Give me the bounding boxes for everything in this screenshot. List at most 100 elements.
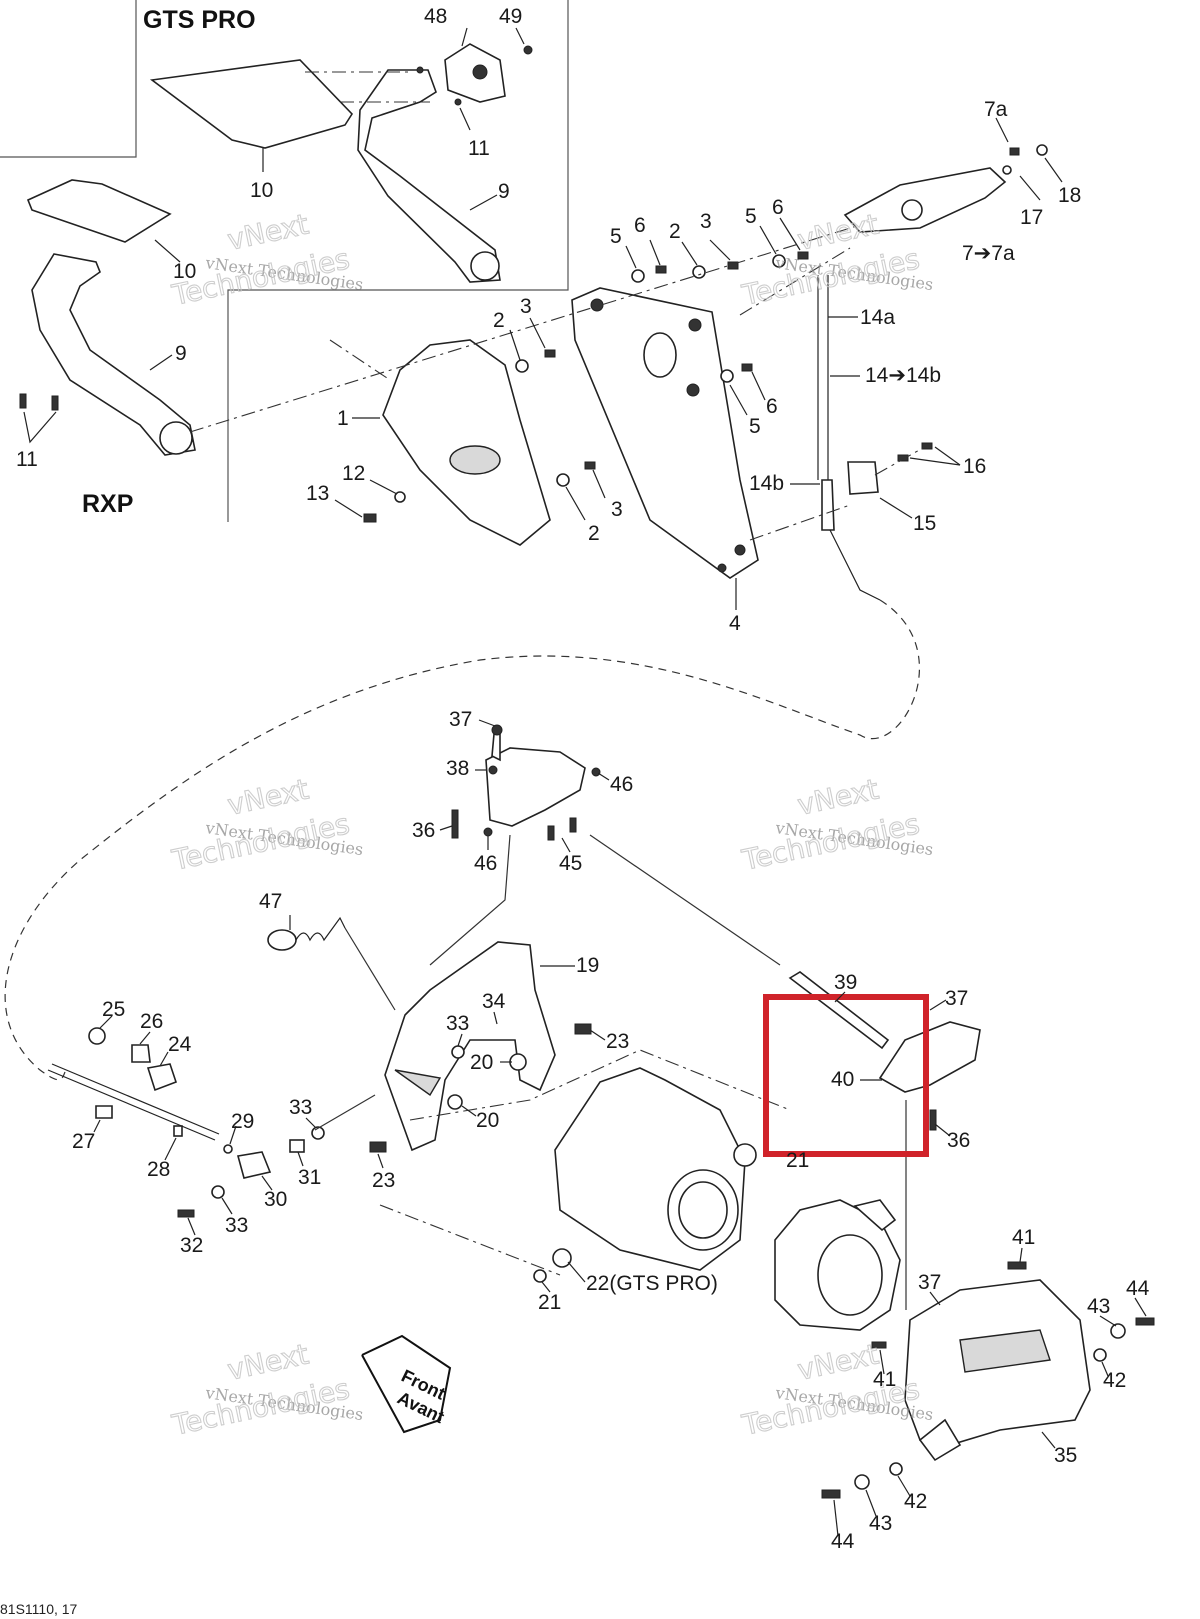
callout-23: 23 [606, 1030, 629, 1053]
watermark-6: vNext vNext Technologies Technologies [738, 1337, 934, 1443]
callout-labels: 48 49 11 10 9 10 9 11 7a 18 17 7➔7a 5 6 … [16, 5, 1150, 1553]
svg-text:vNext: vNext [225, 208, 312, 257]
cable-14 [817, 275, 881, 601]
callout-33: 33 [446, 1012, 469, 1035]
callout-10: 10 [250, 179, 273, 202]
callout-7a: 7a [984, 98, 1008, 121]
callout-44: 44 [831, 1530, 855, 1553]
svg-text:Technologies: Technologies [169, 807, 353, 877]
callout-1: 1 [337, 407, 349, 430]
callout-10: 10 [173, 260, 196, 283]
callout-5: 5 [749, 415, 761, 438]
gts-pad-10 [149, 59, 354, 149]
callout-25: 25 [102, 998, 125, 1021]
callout-26: 26 [140, 1010, 163, 1033]
callout-41: 41 [873, 1368, 896, 1391]
gts-pro-title: GTS PRO [143, 6, 256, 34]
callout-49: 49 [499, 5, 522, 28]
svg-text:Technologies: Technologies [169, 1372, 353, 1442]
callout-44: 44 [1126, 1277, 1150, 1300]
callout-46: 46 [474, 852, 497, 875]
callout-2: 2 [669, 220, 681, 243]
bracket-15 [847, 461, 879, 495]
callout-22-gts-pro: 22(GTS PRO) [586, 1272, 718, 1295]
callout-3: 3 [700, 210, 712, 233]
callout-23: 23 [372, 1169, 395, 1192]
callout-48: 48 [424, 5, 447, 28]
callout-37: 37 [918, 1271, 941, 1294]
gts-pro-inset-frame-right [227, 0, 569, 522]
callout-47: 47 [259, 890, 282, 913]
callout-36: 36 [947, 1129, 970, 1152]
gts-lever-9 [357, 69, 501, 283]
svg-text:vNext: vNext [795, 773, 882, 822]
lever-40 [878, 1021, 981, 1131]
callout-37: 37 [945, 987, 968, 1010]
watermark-1: vNext vNext Technologies Technologies [168, 207, 364, 313]
gts-pro-inset-frame [0, 0, 137, 158]
callout-3: 3 [520, 295, 532, 318]
svg-text:Technologies: Technologies [739, 242, 923, 312]
lever-7 [843, 167, 1007, 233]
callout-40: 40 [831, 1068, 854, 1091]
callout-14-to-14b: 14➔14b [865, 364, 941, 387]
callout-5: 5 [610, 225, 622, 248]
callout-19: 19 [576, 954, 599, 977]
callout-33: 33 [289, 1096, 312, 1119]
svg-text:vNext: vNext [795, 1338, 882, 1387]
callout-6: 6 [772, 196, 784, 219]
callout-33: 33 [225, 1214, 248, 1237]
callout-30: 30 [264, 1188, 287, 1211]
callout-16: 16 [963, 455, 986, 478]
callout-6: 6 [634, 214, 646, 237]
callout-17: 17 [1020, 206, 1043, 229]
callout-41: 41 [1012, 1226, 1035, 1249]
callout-4: 4 [729, 612, 741, 635]
cover-1 [382, 339, 551, 546]
front-direction-badge: Front Avant [361, 1334, 452, 1434]
watermark-4: vNext vNext Technologies Technologies [738, 772, 934, 878]
callout-2: 2 [493, 309, 505, 332]
callout-2: 2 [588, 522, 600, 545]
callout-37: 37 [449, 708, 472, 731]
callout-46: 46 [610, 773, 633, 796]
highlight-box-40 [763, 994, 929, 1157]
svg-text:vNext: vNext [225, 773, 312, 822]
callout-12: 12 [342, 462, 365, 485]
spring-47 [267, 916, 396, 1011]
callout-14b: 14b [749, 472, 784, 495]
callout-39: 39 [834, 971, 857, 994]
bracket-38 [451, 724, 601, 841]
gts-bracket-48 [444, 43, 506, 103]
callout-20: 20 [470, 1051, 493, 1074]
callout-11: 11 [16, 448, 38, 471]
figure-code: 81S1110, 17 [0, 1601, 78, 1617]
cable-routing-path [4, 599, 921, 1081]
callout-15: 15 [913, 512, 936, 535]
rxp-pad-10 [26, 179, 172, 243]
svg-text:vNext: vNext [795, 208, 882, 257]
callout-9: 9 [498, 180, 510, 203]
callout-29: 29 [231, 1110, 254, 1133]
callout-27: 27 [72, 1130, 95, 1153]
callout-43: 43 [869, 1512, 892, 1535]
callout-42: 42 [904, 1490, 927, 1513]
cable-end-parts [47, 1023, 592, 1218]
callout-13: 13 [306, 482, 329, 505]
callout-34: 34 [482, 990, 506, 1013]
nozzle [774, 1199, 901, 1331]
deflector-35 [821, 1261, 1155, 1499]
leader-lines [93, 27, 1147, 1537]
link-39 [788, 971, 890, 1050]
callout-5: 5 [745, 205, 757, 228]
callout-36: 36 [412, 819, 435, 842]
hardware-upper [363, 144, 1048, 523]
pump-housing-22 [533, 1067, 757, 1283]
callout-38: 38 [446, 757, 469, 780]
callout-20: 20 [476, 1109, 499, 1132]
callout-18: 18 [1058, 184, 1081, 207]
callout-43: 43 [1087, 1295, 1110, 1318]
callout-35: 35 [1054, 1444, 1077, 1467]
callout-21: 21 [786, 1149, 809, 1172]
